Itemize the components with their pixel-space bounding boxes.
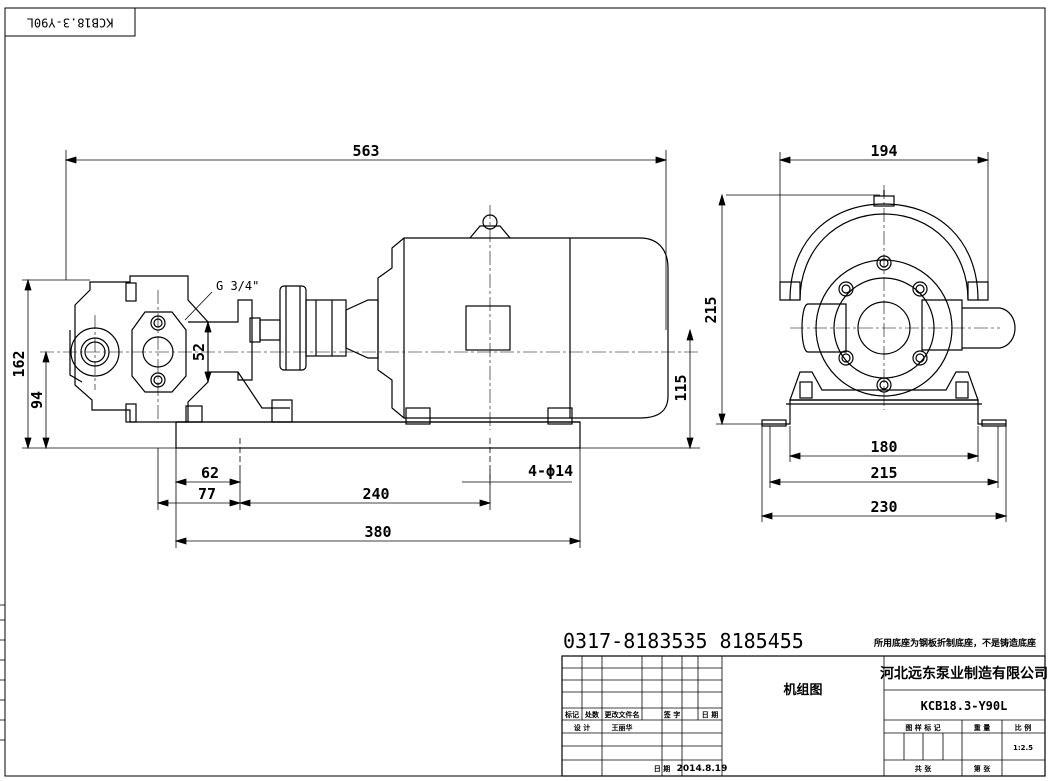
coupling — [279, 285, 379, 371]
total-sheets: 共 张 — [915, 764, 932, 773]
dim-563 — [64, 150, 668, 330]
model-number: KCB18.3-Y90L — [921, 699, 1008, 713]
header-date: 日 期 — [702, 710, 718, 719]
header-mark: 标记 — [564, 710, 579, 719]
header-scale: 比 例 — [1015, 723, 1031, 732]
corner-tag-box: KCB18.3-Y90L — [4, 7, 136, 37]
dim-194 — [778, 152, 990, 290]
title-block — [561, 655, 1046, 777]
dim-77: 77 — [198, 485, 216, 503]
design-label: 设 计 — [574, 723, 590, 732]
thread-label: G 3/4" — [216, 279, 259, 293]
company-name: 河北远东泵业制造有限公司 — [880, 665, 1048, 682]
header-weight: 重 量 — [974, 723, 990, 732]
center-lines — [40, 205, 700, 430]
dim-port-offset: 52 — [190, 343, 208, 361]
front-view: 563 G 3/4" — [10, 142, 700, 548]
dim-bottom — [156, 448, 582, 548]
side-center-lines — [790, 185, 1000, 410]
gear-pump — [69, 275, 290, 423]
sheet-number: 第 张 — [974, 764, 991, 773]
margin-ticks — [0, 604, 5, 741]
dim-380: 380 — [364, 523, 391, 541]
hole-spec: 4-ϕ14 — [528, 462, 573, 480]
side-view: 194 215 — [702, 142, 1016, 522]
header-change-doc: 更改文件名 — [605, 710, 640, 719]
dim-motor-height: 115 — [672, 374, 690, 401]
dim-side-215: 215 — [870, 464, 897, 482]
header-pattern-mark: 图 样 标 记 — [905, 723, 940, 732]
date-label: 日 期 — [654, 764, 670, 773]
dim-height: 162 — [10, 350, 28, 377]
dim-side-height: 215 — [702, 296, 720, 323]
scale-value: 1:2.5 — [1013, 744, 1033, 752]
designer-name: 王丽华 — [612, 723, 633, 732]
dim-left-verticals — [22, 278, 212, 450]
drawing-name: 机组图 — [783, 682, 822, 698]
base-plate — [175, 399, 581, 485]
dim-230: 230 — [870, 498, 897, 516]
electric-motor — [377, 214, 669, 425]
drawing-border — [4, 7, 1046, 777]
corner-tag-text: KCB18.3-Y90L — [27, 16, 114, 30]
dim-180: 180 — [870, 438, 897, 456]
thread-leader — [184, 291, 213, 321]
phone-number: 0317-8183535 8185455 — [563, 629, 804, 653]
header-sign: 签 字 — [663, 710, 680, 719]
dim-62: 62 — [201, 464, 219, 482]
header-count: 处数 — [584, 710, 600, 719]
dim-shaft-height: 94 — [28, 391, 46, 409]
dim-width-top: 194 — [870, 142, 897, 160]
dim-115 — [580, 328, 700, 450]
dim-total-length: 563 — [352, 142, 379, 160]
dim-240: 240 — [362, 485, 389, 503]
note-text: 所用底座为钢板折制底座，不是铸造底座 — [874, 637, 1036, 649]
side-dim-bottom — [760, 426, 1008, 522]
date-value: 2014.8.19 — [677, 764, 728, 774]
